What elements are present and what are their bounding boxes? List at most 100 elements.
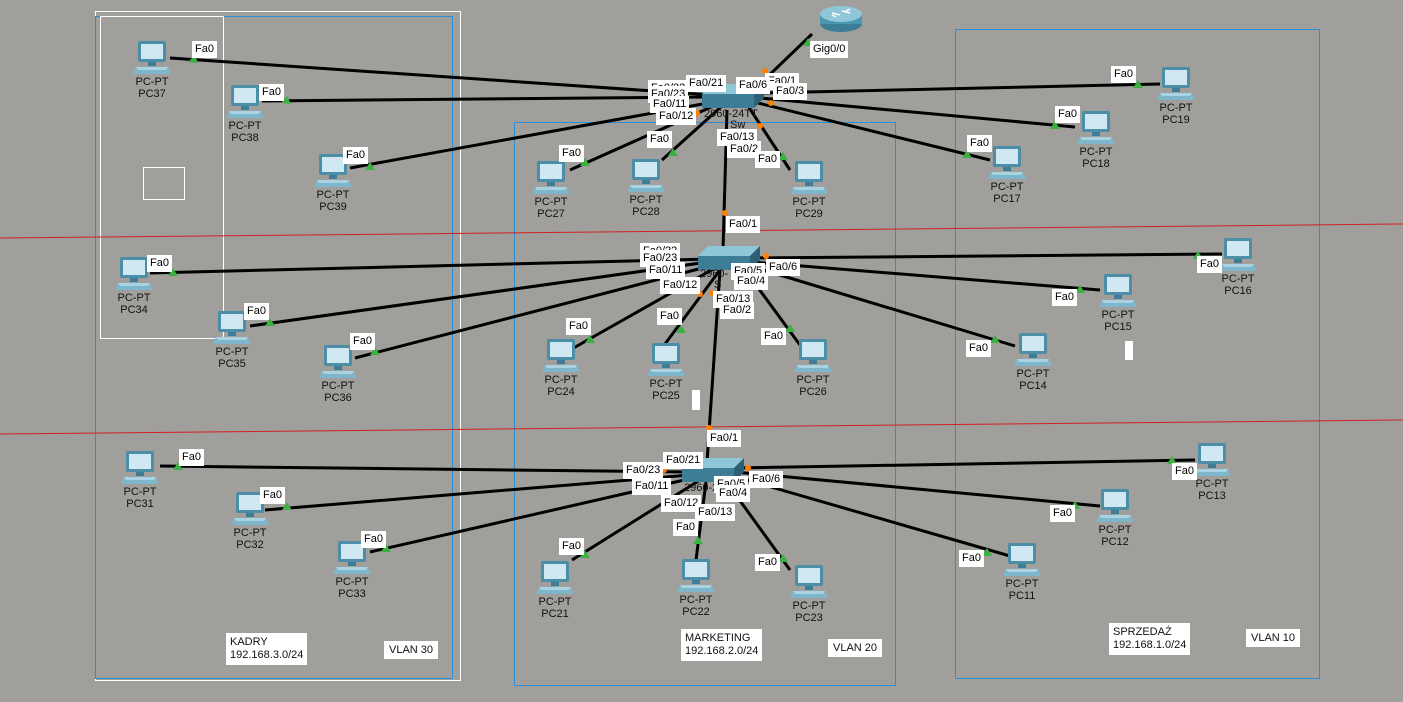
area-note-sprzedaz[interactable]: SPRZEDAŻ 192.168.1.0/24 xyxy=(1109,623,1191,655)
pc-type-label: PC-PT xyxy=(1005,578,1039,590)
port-label-pc25: Fa0 xyxy=(657,308,682,325)
pc-type-label: PC-PT xyxy=(534,196,568,208)
pc-icon xyxy=(231,492,269,525)
pc-type-label: PC-PT xyxy=(228,120,262,132)
pc-icon xyxy=(1014,333,1052,366)
pc-icon xyxy=(1193,443,1231,476)
pc-type-label: PC-PT xyxy=(335,576,369,588)
pc-icon xyxy=(536,561,574,594)
port-label-pc13: Fa0 xyxy=(1172,463,1197,480)
pc-name-label: PC26 xyxy=(799,386,827,398)
port-label-sw2-fa0-12: Fa0/12 xyxy=(660,277,701,294)
link-pc38-sw1 xyxy=(261,95,709,103)
pc-name-label: PC14 xyxy=(1019,380,1047,392)
pc-type-label: PC-PT xyxy=(544,374,578,386)
area-note-marketing[interactable]: MARKETING 192.168.2.0/24 xyxy=(681,629,763,661)
pc-icon xyxy=(314,154,352,187)
area-note-kadry[interactable]: KADRY 192.168.3.0/24 xyxy=(226,633,308,665)
area-name: SPRZEDAŻ xyxy=(1113,626,1172,638)
port-label-pc34: Fa0 xyxy=(147,255,172,272)
port-label-sw1-fa0-3: Fa0/3 xyxy=(773,83,808,100)
kadry-area xyxy=(95,16,453,679)
pc-name-label: PC33 xyxy=(338,588,366,600)
link-pc32-sw3 xyxy=(264,473,691,512)
selection-marker[interactable] xyxy=(1125,341,1133,360)
vlan-label-marketing[interactable]: VLAN 20 xyxy=(828,639,883,657)
pc-icon xyxy=(988,146,1026,179)
pc-name-label: PC28 xyxy=(632,206,660,218)
port-label-sw3-fa0-6: Fa0/6 xyxy=(749,471,784,488)
separator-line-bottom xyxy=(0,419,1403,435)
vlan-label-kadry[interactable]: VLAN 30 xyxy=(384,641,439,659)
pc-icon xyxy=(677,559,715,592)
pc-type-label: PC-PT xyxy=(321,380,355,392)
port-label-sw2-fa0-6: Fa0/6 xyxy=(766,259,801,276)
port-label-sw2-fa0-11: Fa0/11 xyxy=(646,262,686,279)
link-pc21-sw3 xyxy=(571,478,701,562)
port-label-pc36: Fa0 xyxy=(350,333,375,350)
area-name: MARKETING xyxy=(685,632,751,644)
switch-2-name: S xyxy=(714,279,722,291)
router-icon xyxy=(820,6,862,32)
pc-name-label: PC29 xyxy=(795,208,823,220)
vlan-label-sprzedaz[interactable]: VLAN 10 xyxy=(1246,629,1301,647)
pc-icon xyxy=(226,85,264,118)
pc-name-label: PC37 xyxy=(138,88,166,100)
pc-name-label: PC25 xyxy=(652,390,680,402)
pc-name-label: PC32 xyxy=(236,539,264,551)
pc-type-label: PC-PT xyxy=(796,374,830,386)
port-label-sw3-fa0-13: Fa0/13 xyxy=(695,504,736,521)
link-pc37-sw1 xyxy=(169,56,713,97)
empty-note-box[interactable] xyxy=(143,167,185,200)
port-label-pc21: Fa0 xyxy=(559,538,584,555)
pc-name-label: PC38 xyxy=(231,132,259,144)
link-pc16-sw2 xyxy=(751,252,1223,260)
switch-1-name: Sw xyxy=(730,119,746,131)
switch-1-model: 2960-24TT xyxy=(704,108,758,120)
pc-type-label: PC-PT xyxy=(792,196,826,208)
port-label-pc11: Fa0 xyxy=(959,550,984,567)
pc-icon xyxy=(121,451,159,484)
link-pc17-sw1 xyxy=(757,101,991,162)
selection-marker[interactable] xyxy=(692,390,700,410)
sprzedaz-area xyxy=(955,29,1320,679)
port-label-pc38: Fa0 xyxy=(259,84,284,101)
pc-icon xyxy=(333,541,371,574)
port-label-pc29: Fa0 xyxy=(755,151,780,168)
pc-name-label: PC12 xyxy=(1101,536,1129,548)
link-pc15-sw2 xyxy=(751,260,1101,292)
port-label-sw3-fa0-12: Fa0/12 xyxy=(661,495,702,512)
link-pc34-sw2 xyxy=(149,257,711,275)
port-label-router-gig0-0: Gig0/0 xyxy=(810,41,849,58)
router[interactable] xyxy=(818,4,864,34)
port-label-sw2-fa0-1: Fa0/1 xyxy=(726,216,761,233)
